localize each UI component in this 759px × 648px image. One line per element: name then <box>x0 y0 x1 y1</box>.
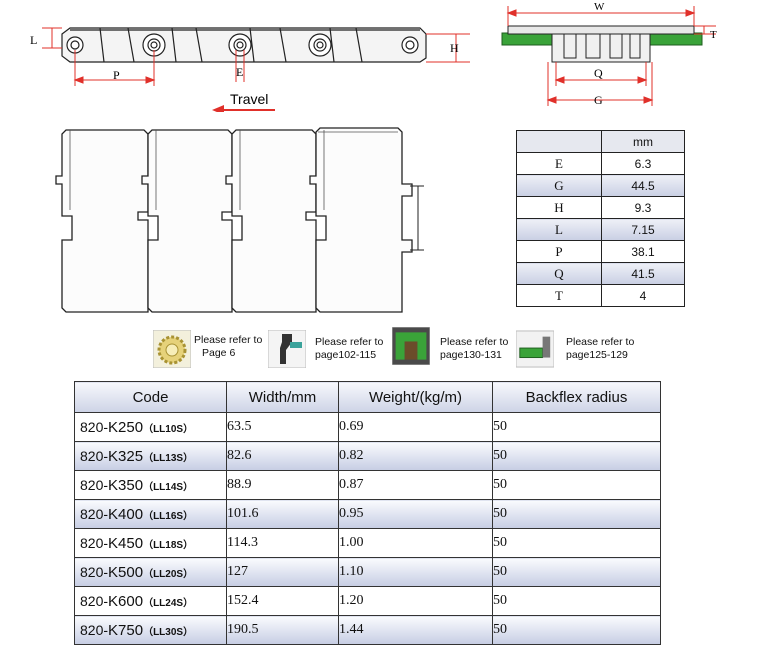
label-Q: Q <box>594 66 603 80</box>
travel-label: Travel <box>230 91 268 107</box>
header-width: Width/mm <box>225 381 340 413</box>
header-backflex: Backflex radius <box>491 381 662 413</box>
guide-rail-icon[interactable] <box>516 330 554 368</box>
header-code: Code <box>74 381 227 413</box>
ref-page125[interactable]: Please refer to page125-129 <box>566 336 635 361</box>
wearstrip-icon[interactable] <box>392 327 430 365</box>
table-row: 820-K350（LL14S） 88.9 0.87 50 <box>74 470 662 500</box>
table-row: 820-K400（LL16S） 101.6 0.95 50 <box>74 499 662 529</box>
chain-side-view: L P E H Travel <box>30 27 470 112</box>
label-P: P <box>113 68 120 82</box>
label-E: E <box>236 65 243 79</box>
travel-arrow-icon <box>212 105 224 112</box>
chain-cross-section: W Q G T <box>501 1 717 107</box>
table-row: 820-K325（LL13S） 82.6 0.82 50 <box>74 441 662 471</box>
table-row: 820-K750（LL30S） 190.5 1.44 50 <box>74 615 662 645</box>
sprocket-icon[interactable] <box>153 330 191 368</box>
chain-specification-table: Code Width/mm Weight/(kg/m) Backflex rad… <box>74 381 662 645</box>
label-W: W <box>594 1 605 13</box>
header-weight: Weight/(kg/m) <box>338 381 493 413</box>
label-T: T <box>710 29 717 41</box>
label-L: L <box>30 33 37 47</box>
ref-page102[interactable]: Please refer to page102-115 <box>315 336 384 361</box>
dimension-key-header <box>516 130 602 153</box>
ref-page130[interactable]: Please refer to page130-131 <box>440 336 509 361</box>
ref-page6[interactable]: Please refer to Page 6 <box>194 334 263 359</box>
dimension-unit-header: mm <box>601 130 685 153</box>
bracket-icon[interactable] <box>268 330 306 368</box>
table-row: 820-K600（LL24S） 152.4 1.20 50 <box>74 586 662 616</box>
table-row: 820-K500（LL20S） 127 1.10 50 <box>74 557 662 587</box>
chain-top-view <box>55 127 424 313</box>
label-G: G <box>594 93 603 107</box>
table-row: 820-K450（LL18S） 114.3 1.00 50 <box>74 528 662 558</box>
label-H: H <box>450 41 459 55</box>
table-row: 820-K250（LL10S） 63.5 0.69 50 <box>74 412 662 442</box>
